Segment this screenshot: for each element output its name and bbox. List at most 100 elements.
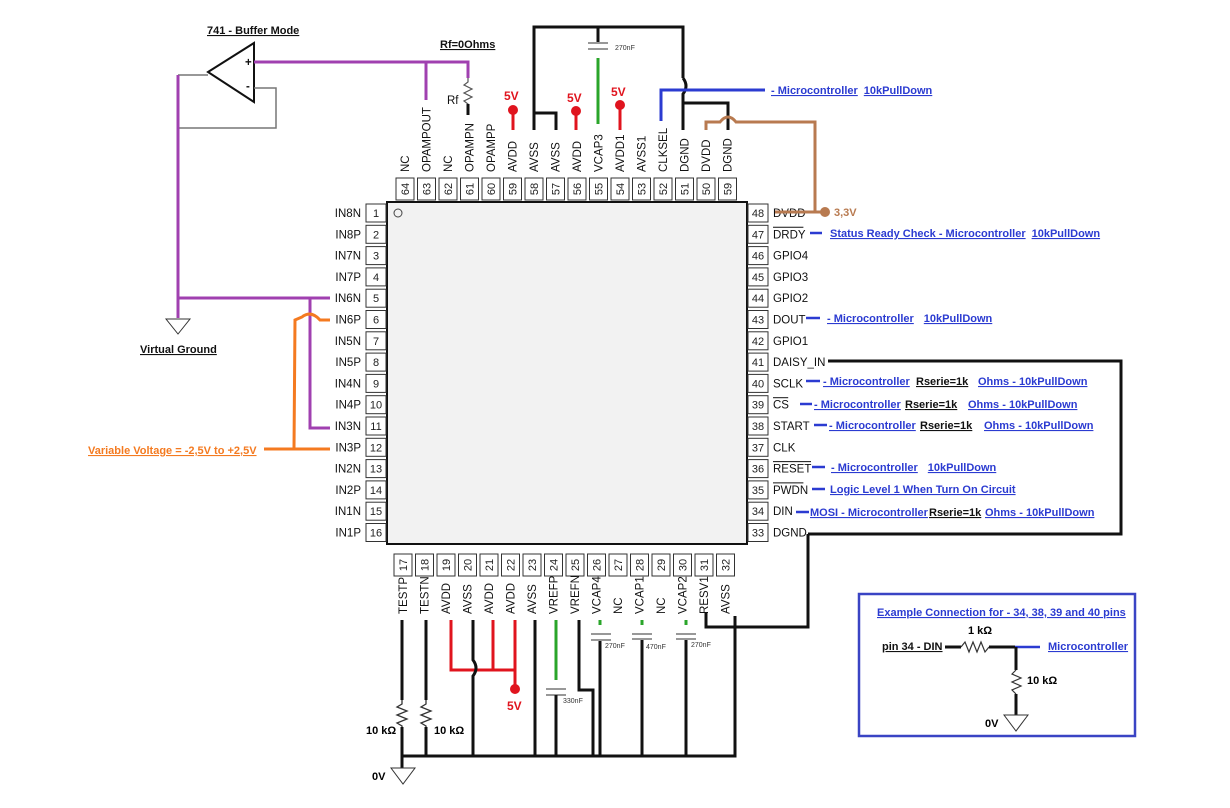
pin-box (589, 177, 608, 201)
pin-box (436, 553, 456, 577)
pin-box (747, 310, 769, 329)
pin-box (365, 331, 387, 351)
pin-name: VREFN (570, 575, 582, 614)
pin-name: SCLK (773, 378, 803, 390)
pin-number: 47 (752, 229, 764, 241)
supply-dot (510, 684, 520, 694)
example-ground-icon (1003, 714, 1029, 732)
pin-name: IN6P (335, 315, 361, 327)
pin-name: IN2N (335, 464, 361, 476)
pin-number: 52 (658, 183, 670, 195)
pin-name: NC (656, 597, 668, 614)
pin-name: CLKSEL (658, 127, 670, 172)
cs-rserie: Rserie=1k (905, 399, 958, 411)
pin-number: 43 (752, 315, 764, 327)
sclk-label: - Microcontroller (823, 376, 911, 388)
supply-5v-label: 5V (567, 91, 582, 105)
pin-name: CLK (773, 442, 796, 454)
pin-name: IN1P (335, 528, 361, 540)
virtual-ground-label: Virtual Ground (140, 344, 217, 356)
pin-name: VCAP1 (635, 576, 647, 614)
pin-box (365, 246, 387, 266)
pin-box (675, 177, 694, 201)
opamp-plus-sign: + (245, 57, 252, 69)
pulldown-resistor (1010, 669, 1023, 695)
pin-name: CS (773, 400, 789, 412)
pin-number: 5 (373, 293, 379, 305)
pin-name: AVDD (506, 583, 518, 614)
pin-name: AVSS (721, 584, 733, 614)
pin-number: 45 (752, 272, 764, 284)
pin-number: 57 (551, 183, 563, 195)
top-power-nets: 5V 5V 5V 270nF 3,3V (504, 25, 857, 219)
start-rserie: Rserie=1k (920, 420, 973, 432)
pin-number: 7 (373, 336, 379, 348)
pin-box (365, 310, 387, 329)
pin-box (747, 501, 769, 521)
pin-box (747, 395, 769, 415)
pin-number: 3 (373, 251, 379, 263)
pin-name: VREFP (549, 575, 561, 614)
pin-box (747, 267, 769, 287)
pin-name: IN8N (335, 208, 361, 220)
pin-box (747, 224, 769, 244)
pin-box (365, 352, 387, 372)
pin-number: 31 (699, 559, 711, 571)
pin-box (651, 553, 671, 577)
ground-bus (402, 616, 737, 758)
ground-icon (390, 767, 416, 785)
pin-name: RESV1 (699, 576, 711, 614)
bottom-supply-5v-label: 5V (507, 699, 522, 713)
pin-name: AVDD (572, 141, 584, 172)
pin-number: 17 (398, 559, 410, 571)
testn-resistor-value: 10 kΩ (434, 725, 464, 737)
pin-box (747, 523, 769, 542)
pin-name: IN8P (335, 229, 361, 241)
pin-box (365, 203, 387, 223)
pin-number: 9 (373, 378, 379, 390)
pin-box (365, 459, 387, 479)
pin-box (632, 177, 651, 201)
pin-number: 53 (637, 183, 649, 195)
pin-name: GPIO3 (773, 272, 808, 284)
supply-5v-label: 5V (504, 89, 519, 103)
pin-number: 48 (752, 208, 764, 220)
pin-number: 62 (443, 183, 455, 195)
pin-box (747, 288, 769, 308)
pin-number: 11 (370, 421, 381, 433)
testn-resistor (419, 700, 433, 756)
pin-name: IN4N (335, 378, 361, 390)
sclk-rserie: Rserie=1k (916, 376, 969, 388)
pin-name: AVDD (508, 141, 520, 172)
pin1-marker (393, 208, 403, 218)
dgnd-wire (808, 449, 1123, 536)
pin-name: AVSS1 (637, 136, 649, 172)
pin-name: DGND (723, 138, 735, 172)
pin-box (747, 246, 769, 266)
example-title: Example Connection for - 34, 38, 39 and … (877, 607, 1126, 619)
chip-body (386, 201, 748, 545)
virtual-ground-icon (164, 318, 192, 335)
opamp-minus-sign: - (246, 81, 250, 93)
pin-number: 18 (420, 559, 432, 571)
